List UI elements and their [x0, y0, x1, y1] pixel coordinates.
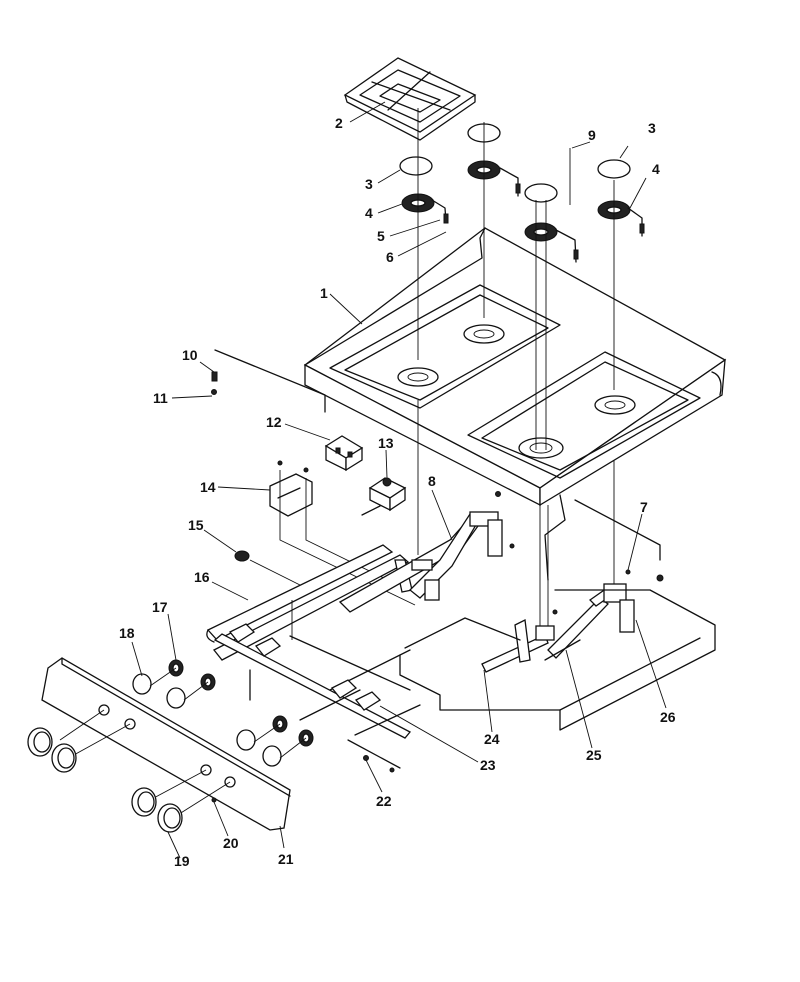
control-knobs — [27, 727, 183, 833]
burner-tubes-left — [338, 491, 515, 613]
callout-5: 5 — [377, 228, 385, 244]
support-rod — [347, 739, 401, 773]
callout-13: 13 — [378, 435, 394, 451]
callout-19: 19 — [174, 853, 190, 869]
orifice-fitting — [234, 550, 301, 586]
callout-2: 2 — [335, 115, 343, 131]
callout-20: 20 — [223, 835, 239, 851]
gas-manifold — [206, 544, 411, 691]
igniter-brackets — [431, 167, 645, 263]
callout-8: 8 — [428, 473, 436, 489]
leader-lines — [131, 101, 667, 859]
callout-16: 16 — [194, 569, 210, 585]
callout-26: 26 — [660, 709, 676, 725]
burner-grate — [343, 57, 477, 141]
burner-heads — [401, 160, 631, 242]
callout-3-left: 3 — [365, 176, 373, 192]
valve-rail — [213, 633, 421, 739]
callout-18: 18 — [119, 625, 135, 641]
cooktop-panel — [303, 227, 727, 507]
callout-12: 12 — [266, 414, 282, 430]
callout-22: 22 — [376, 793, 392, 809]
callout-15: 15 — [188, 517, 204, 533]
callout-4-left: 4 — [365, 205, 373, 221]
callout-10: 10 — [182, 347, 198, 363]
callout-labels: 1 2 3 3 4 4 5 6 7 8 9 10 11 12 13 14 15 … — [119, 115, 676, 869]
bottom-pan — [399, 494, 716, 731]
callout-1: 1 — [320, 285, 328, 301]
callout-11: 11 — [153, 390, 168, 406]
callout-4-right: 4 — [652, 161, 660, 177]
callout-7: 7 — [640, 499, 648, 515]
mounting-bracket — [269, 460, 416, 606]
callout-6: 6 — [386, 249, 394, 265]
pressure-regulator — [361, 477, 407, 516]
spring-discs — [132, 667, 307, 767]
callout-14: 14 — [200, 479, 216, 495]
burner-tubes-right — [481, 583, 635, 673]
callout-24: 24 — [484, 731, 500, 747]
side-bracket — [211, 349, 326, 413]
callout-3-right: 3 — [648, 120, 656, 136]
spark-module — [324, 435, 364, 472]
callout-21: 21 — [278, 851, 294, 867]
callout-23: 23 — [480, 757, 496, 773]
callout-25: 25 — [586, 747, 602, 763]
callout-17: 17 — [152, 599, 168, 615]
gas-valves — [228, 623, 382, 711]
control-panel — [41, 657, 291, 831]
callout-9: 9 — [588, 127, 596, 143]
